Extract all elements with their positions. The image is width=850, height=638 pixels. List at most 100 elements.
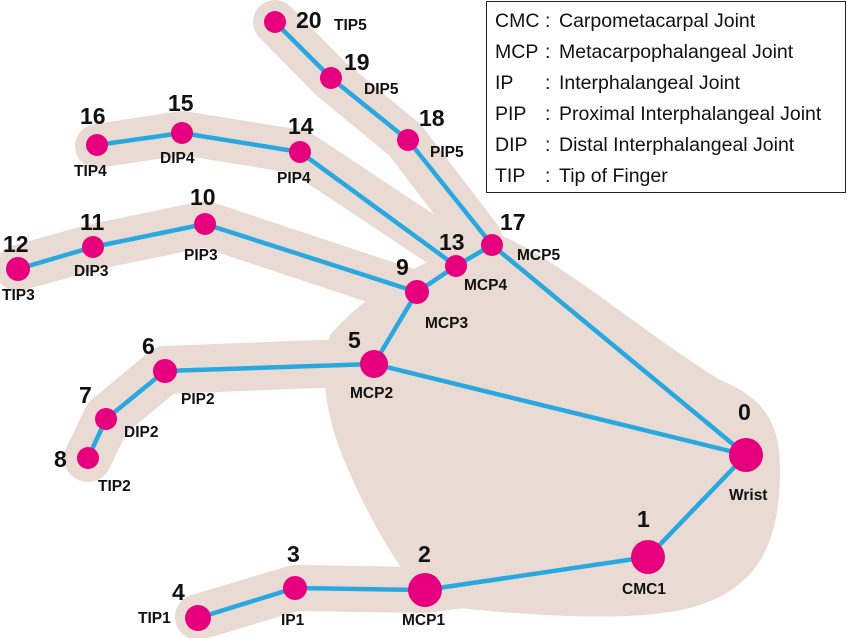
legend-row: TIP: Tip of Finger xyxy=(495,161,837,192)
joint-label-2: MCP1 xyxy=(402,612,445,629)
joint-number-10: 10 xyxy=(190,184,216,210)
legend-description: Proximal Interphalangeal Joint xyxy=(559,103,822,125)
bone-line-6-7 xyxy=(103,368,168,422)
bone-line-14-15 xyxy=(179,130,303,155)
legend-description: Carpometacarpal Joint xyxy=(559,10,756,32)
legend-abbreviation: CMC xyxy=(495,10,540,32)
joint-marker-2 xyxy=(408,573,442,607)
joint-number-3: 3 xyxy=(287,541,300,567)
joint-number-14: 14 xyxy=(288,113,314,139)
legend-abbreviation: MCP xyxy=(495,41,539,63)
joint-labels: 0Wrist1CMC12MCP13IP14TIP15MCP26PIP27DIP2… xyxy=(2,7,767,629)
joint-label-12: TIP3 xyxy=(2,287,35,304)
legend-abbreviation: TIP xyxy=(495,165,526,187)
joint-marker-7 xyxy=(95,408,117,430)
bone-line-0-17 xyxy=(489,242,749,458)
joint-marker-8 xyxy=(77,447,99,469)
joint-number-11: 11 xyxy=(80,209,105,235)
joint-number-17: 17 xyxy=(500,209,526,235)
legend-row: CMC: Carpometacarpal Joint xyxy=(495,6,837,37)
joint-label-0: Wrist xyxy=(729,487,767,504)
joint-label-16: TIP4 xyxy=(74,163,107,180)
joint-number-16: 16 xyxy=(80,103,106,129)
joint-label-20: TIP5 xyxy=(334,17,367,34)
joint-marker-18 xyxy=(397,129,419,151)
legend-separator: : xyxy=(545,41,551,63)
legend-separator: : xyxy=(545,10,551,32)
bone-line-17-18 xyxy=(405,137,495,248)
joint-marker-17 xyxy=(481,234,503,256)
joint-marker-13 xyxy=(445,255,467,277)
legend-row: MCP: Metacarpophalangeal Joint xyxy=(495,37,837,68)
joint-number-13: 13 xyxy=(439,229,465,255)
joint-label-19: DIP5 xyxy=(364,81,399,98)
bone-line-0-5 xyxy=(371,361,749,458)
joint-label-6: PIP2 xyxy=(181,391,215,408)
joint-marker-9 xyxy=(405,280,429,304)
bone-line-13-14 xyxy=(297,149,459,269)
bone-line-0-1 xyxy=(645,452,749,560)
joint-label-11: DIP3 xyxy=(74,263,109,280)
joint-label-13: MCP4 xyxy=(464,277,507,294)
joint-label-8: TIP2 xyxy=(98,478,131,495)
bone-line-9-10 xyxy=(202,221,420,295)
bone-line-1-2 xyxy=(422,554,651,593)
joint-label-18: PIP5 xyxy=(430,144,464,161)
joint-number-1: 1 xyxy=(637,506,650,532)
legend-description: Interphalangeal Joint xyxy=(559,72,741,94)
joint-number-15: 15 xyxy=(168,90,194,116)
legend-separator: : xyxy=(545,134,551,156)
legend-row: IP: Interphalangeal Joint xyxy=(495,68,837,99)
joint-number-19: 19 xyxy=(344,49,370,75)
joint-marker-4 xyxy=(185,605,211,631)
joint-label-15: DIP4 xyxy=(160,150,195,167)
joint-number-9: 9 xyxy=(396,254,409,280)
bone-line-11-12 xyxy=(15,244,96,272)
joint-label-5: MCP2 xyxy=(350,385,393,402)
bone-line-18-19 xyxy=(328,75,411,143)
joint-label-9: MCP3 xyxy=(425,315,468,332)
legend-separator: : xyxy=(545,72,551,94)
joint-marker-5 xyxy=(360,350,388,378)
bone-line-15-16 xyxy=(94,130,185,148)
joint-number-7: 7 xyxy=(79,382,92,408)
legend-description: Metacarpophalangeal Joint xyxy=(559,41,794,63)
joint-label-3: IP1 xyxy=(281,612,305,629)
joint-number-18: 18 xyxy=(419,105,445,131)
joint-marker-19 xyxy=(320,67,342,89)
bone-line-10-11 xyxy=(90,221,208,250)
joint-number-0: 0 xyxy=(738,399,751,425)
joint-marker-1 xyxy=(631,540,665,574)
joint-marker-12 xyxy=(6,257,30,281)
joint-marker-15 xyxy=(171,122,193,144)
joint-marker-11 xyxy=(82,236,104,258)
joint-number-6: 6 xyxy=(142,333,155,359)
joint-marker-6 xyxy=(153,359,177,383)
legend-separator: : xyxy=(545,165,551,187)
joint-marker-3 xyxy=(283,576,307,600)
joint-marker-16 xyxy=(86,134,108,156)
joint-label-10: PIP3 xyxy=(184,247,218,264)
bone-line-3-4 xyxy=(195,585,298,621)
legend-description: Tip of Finger xyxy=(559,165,668,187)
joint-marker-10 xyxy=(194,213,216,235)
joint-number-12: 12 xyxy=(3,231,29,257)
legend-abbreviation: IP xyxy=(495,72,514,94)
joint-label-17: MCP5 xyxy=(517,247,560,264)
joint-markers xyxy=(6,11,763,631)
joint-label-7: DIP2 xyxy=(124,424,158,441)
legend-row: DIP:Distal Interphalangeal Joint xyxy=(495,130,837,161)
legend-description: Distal Interphalangeal Joint xyxy=(559,134,795,156)
palm-shape xyxy=(324,235,780,617)
joint-number-8: 8 xyxy=(54,446,67,472)
joint-number-20: 20 xyxy=(296,7,322,33)
bone-line-5-6 xyxy=(162,361,377,374)
bone-line-19-20 xyxy=(272,19,334,81)
joint-marker-14 xyxy=(289,141,311,163)
legend-row: PIP:Proximal Interphalangeal Joint xyxy=(495,99,837,130)
joint-number-4: 4 xyxy=(172,579,185,605)
joint-label-14: PIP4 xyxy=(277,170,311,187)
